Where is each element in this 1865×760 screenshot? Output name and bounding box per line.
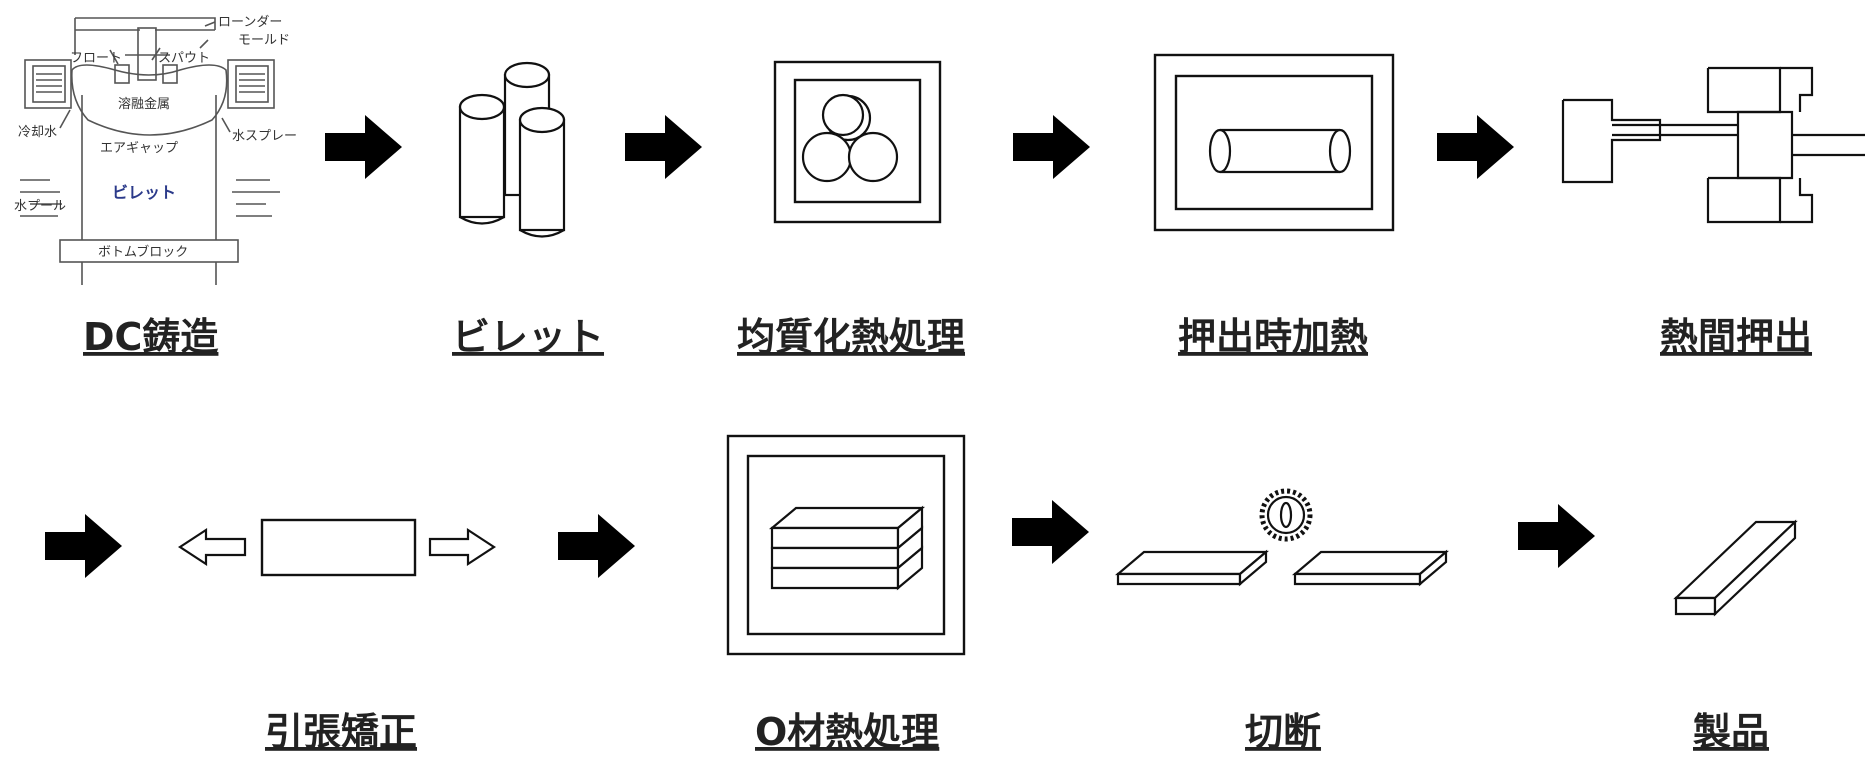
billet-text: ビレット (112, 183, 176, 202)
arrow-left-outline-icon (177, 527, 247, 567)
billet-illustration (458, 61, 566, 238)
launder-label: ローンダー (218, 15, 282, 30)
flow-arrows (45, 115, 1595, 578)
step-labels: DC鋳造 ビレット 均質化熱処理 押出時加熱 熱間押出 引張矯正 O材熱処理 切… (83, 315, 1812, 754)
mold-label: モールド (238, 33, 290, 48)
arrow-right-icon (45, 514, 122, 578)
water-pool-label: 水プール (14, 199, 66, 214)
spout-label: スパウト (158, 51, 210, 66)
step-label-cutting: 切断 (1245, 710, 1321, 754)
arrow-right-icon (1437, 115, 1514, 179)
step-label-billet: ビレット (452, 315, 604, 359)
float-label: フロート (70, 51, 122, 66)
step-label-homogenization: 均質化熱処理 (737, 315, 965, 359)
dc-casting-illustration: ローンダー モールド フロート スパウト 溶融金属 冷却水 エアギャップ 水スプ… (14, 15, 297, 285)
step-label-extrusion-heating: 押出時加熱 (1178, 315, 1368, 359)
molten-metal-label: 溶融金属 (118, 96, 170, 112)
arrow-right-icon (1012, 500, 1089, 564)
step-label-dc-casting: DC鋳造 (83, 315, 218, 359)
cooling-water-label: 冷却水 (18, 125, 57, 140)
hot-extrusion-press-illustration (1561, 66, 1865, 224)
o-temper-furnace-illustration (726, 434, 966, 656)
homogenization-furnace-illustration (773, 60, 942, 224)
cutting-illustration (1114, 488, 1450, 587)
step-label-hot-extrusion: 熱間押出 (1660, 315, 1812, 359)
step-label-o-temper: O材熱処理 (755, 710, 939, 754)
air-gap-label: エアギャップ (100, 141, 178, 156)
tensile-straightening-illustration (177, 518, 497, 577)
step-label-product: 製品 (1693, 710, 1769, 754)
step-label-tensile-straightening: 引張矯正 (265, 710, 417, 754)
product-illustration (1673, 519, 1798, 617)
water-spray-label: 水スプレー (232, 129, 297, 144)
arrow-right-icon (1013, 115, 1090, 179)
extrusion-heating-furnace-illustration (1153, 53, 1395, 232)
arrow-right-icon (625, 115, 702, 179)
arrow-right-icon (1518, 504, 1595, 568)
saw-blade-icon (1259, 488, 1313, 542)
bottom-block-label: ボトムブロック (98, 244, 188, 260)
arrow-right-icon (558, 514, 635, 578)
arrow-right-outline-icon (428, 527, 497, 567)
arrow-right-icon (325, 115, 402, 179)
